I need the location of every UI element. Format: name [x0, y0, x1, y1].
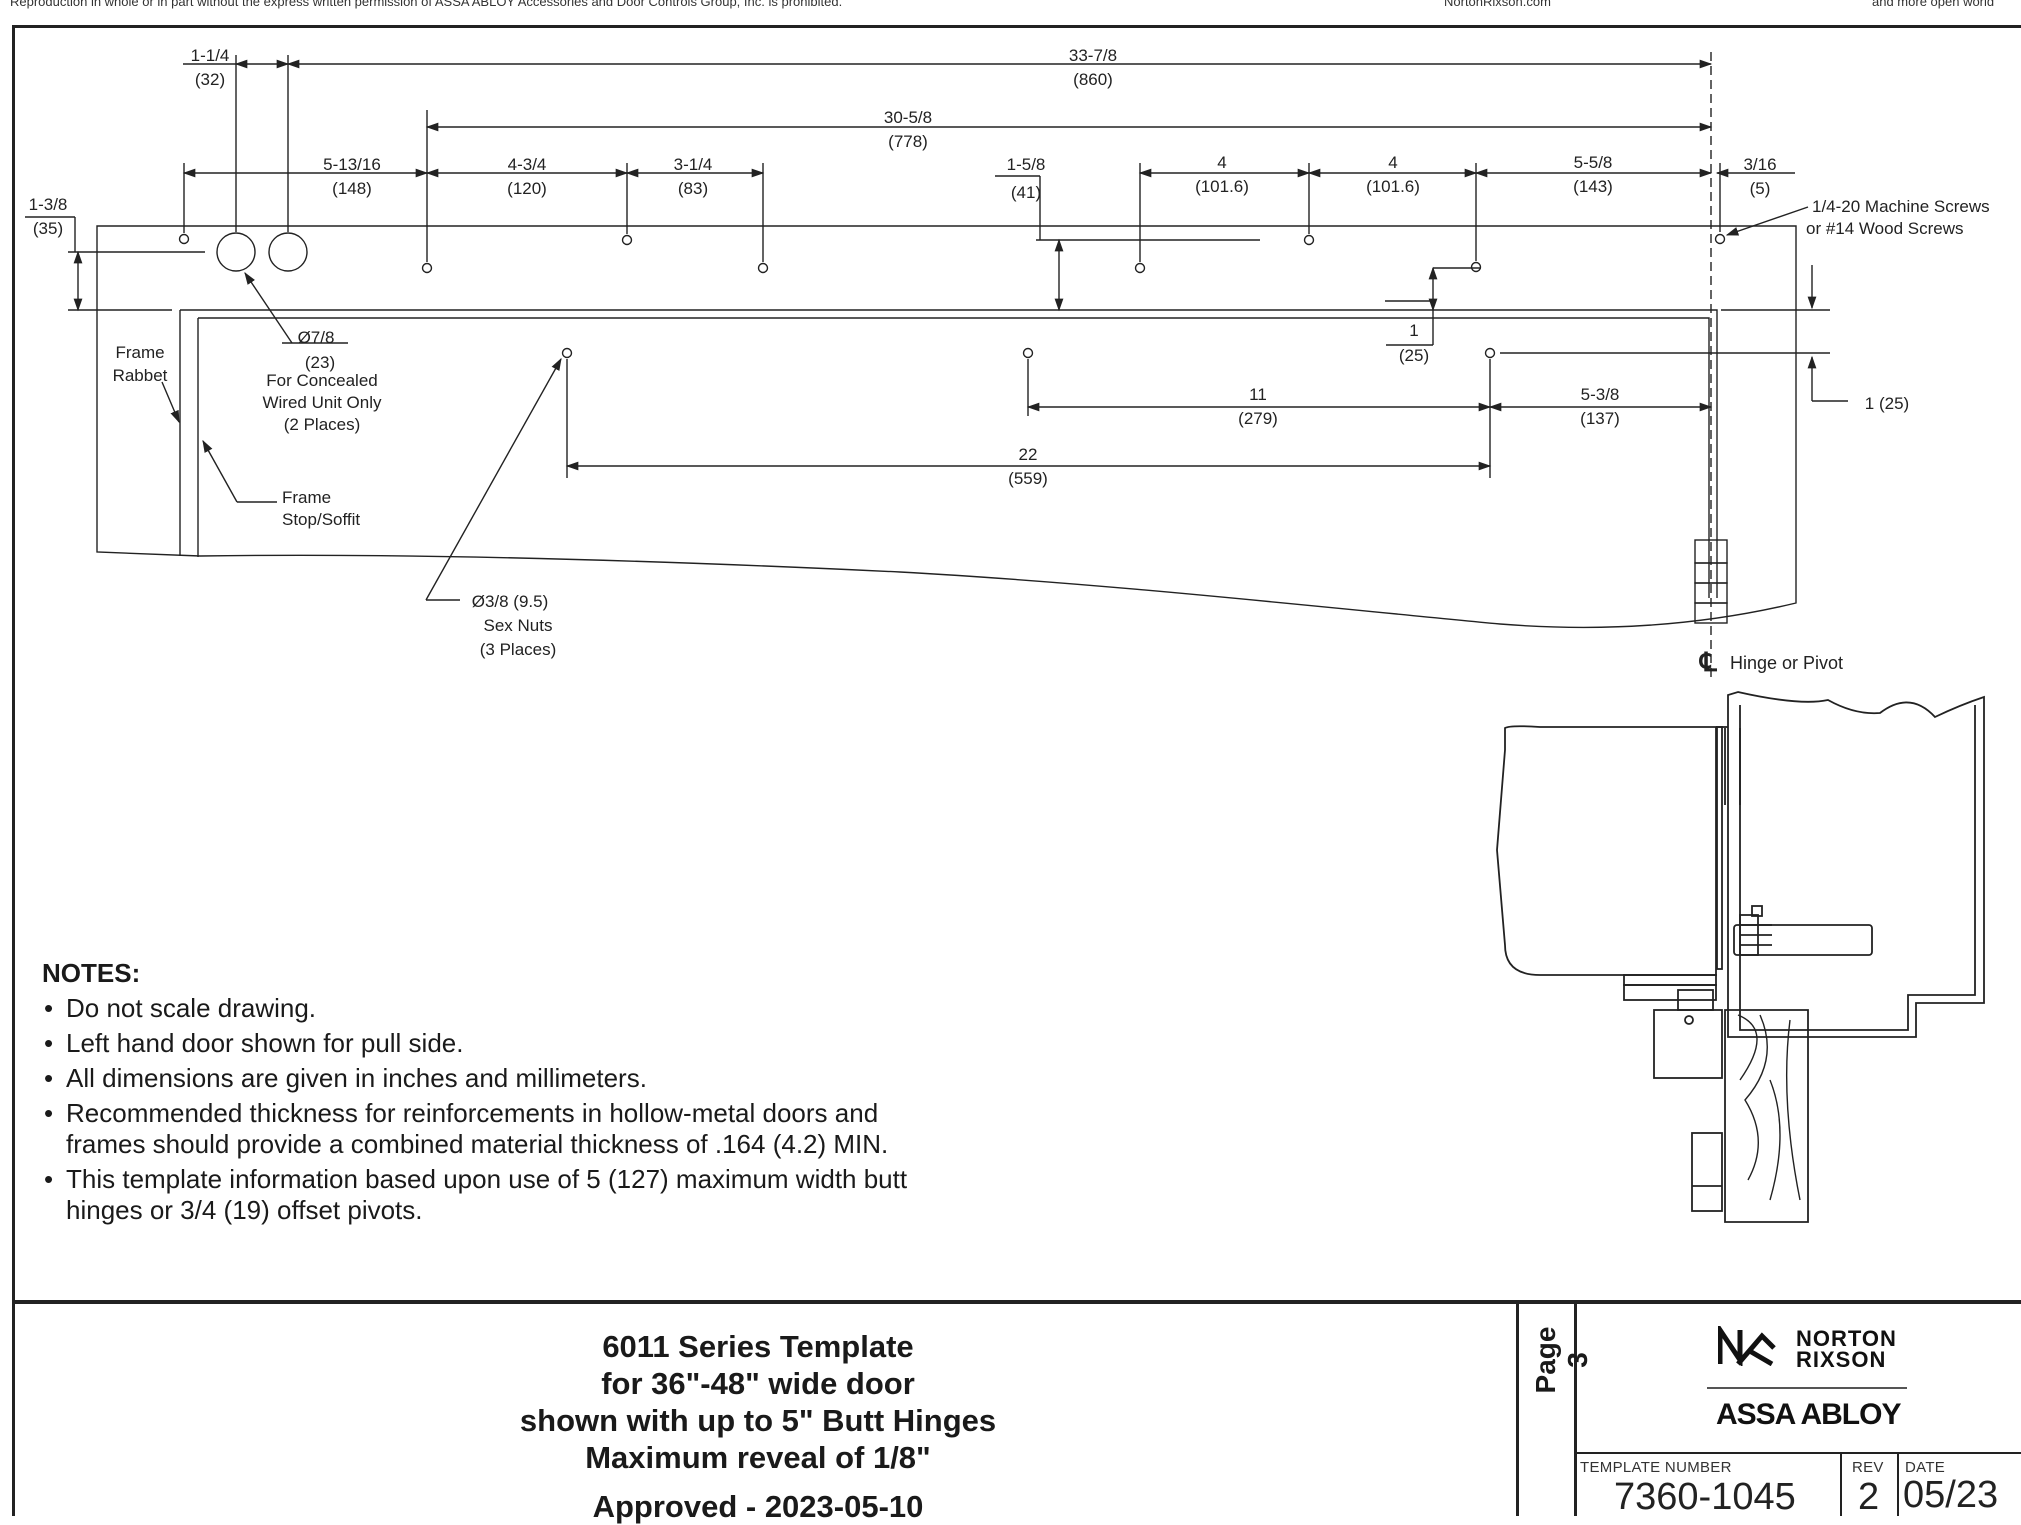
door-outline: [96, 225, 1797, 629]
dim-15-mm: (137): [1580, 409, 1620, 428]
dim-4-frac: 5-13/16: [323, 155, 381, 174]
note-item: Do not scale drawing.: [42, 993, 962, 1024]
screws-note-2: or #14 Wood Screws: [1806, 219, 1963, 238]
dim-16-mm: (559): [1008, 469, 1048, 488]
rev-divider: [1840, 1452, 1842, 1516]
hole-note-2: Wired Unit Only: [262, 393, 382, 412]
dim-4-mm: (148): [332, 179, 372, 198]
bracket: [1653, 1009, 1723, 1079]
wire-hole-2: [268, 232, 308, 272]
dim-14-frac: 11: [1249, 385, 1267, 404]
dim-12-mm: (35): [33, 219, 63, 238]
rev-value: 2: [1858, 1476, 1880, 1518]
dim-10-mm: (143): [1573, 177, 1613, 196]
frame-section: [1727, 691, 1985, 1038]
centerline-symbol: ℄: [1699, 647, 1718, 677]
info-divider: [1577, 1452, 2021, 1454]
frame-outer-edge: [180, 309, 1718, 598]
notes-section: NOTES: Do not scale drawing. Left hand d…: [42, 958, 962, 1230]
notes-list: Do not scale drawing. Left hand door sho…: [42, 993, 962, 1226]
dim-8-frac: 4: [1217, 153, 1226, 172]
note-item: This template information based upon use…: [42, 1164, 962, 1226]
hole-note-1: For Concealed: [266, 371, 378, 390]
dim-15-frac: 5-3/8: [1581, 385, 1620, 404]
frame-stop-2: Stop/Soffit: [282, 510, 360, 529]
nuts-3: (3 Places): [480, 640, 557, 659]
hole-mm: (23): [305, 353, 335, 372]
date-divider: [1897, 1452, 1899, 1516]
frame-rabbet-1: Frame: [115, 343, 164, 362]
dim-9-mm: (101.6): [1366, 177, 1420, 196]
notes-heading: NOTES:: [42, 958, 141, 988]
hinge-label: Hinge or Pivot: [1730, 653, 1843, 673]
dim-3-frac: 30-5/8: [884, 108, 932, 127]
dim-10-frac: 5-5/8: [1574, 153, 1613, 172]
dim-7-mm: (41): [1011, 183, 1041, 202]
template-number-label: TEMPLATE NUMBER: [1580, 1459, 1732, 1476]
note-item: Recommended thickness for reinforcements…: [42, 1098, 962, 1160]
dim-2-frac: 33-7/8: [1069, 46, 1117, 65]
title-line-2: for 36"-48" wide door: [601, 1366, 915, 1401]
dim-17: 1 (25): [1865, 394, 1909, 413]
dim-12-frac: 1-3/8: [29, 195, 68, 214]
date-label: DATE: [1905, 1459, 1946, 1476]
dim-3-mm: (778): [888, 132, 928, 151]
nuts-1: Ø3/8 (9.5): [472, 592, 549, 611]
closer-section-view: [1496, 691, 1985, 1223]
frame-stop-1: Frame: [282, 488, 331, 507]
date-value: 05/23: [1903, 1474, 1999, 1516]
title-divider: [12, 1300, 2021, 1304]
door-section: [1724, 1009, 1809, 1223]
hinge-section: [1691, 1132, 1723, 1212]
dim-13-frac: 1: [1409, 321, 1418, 340]
template-drawing: 1-1/4 (32) 33-7/8 (860) 30-5/8 (778) 5-1…: [25, 46, 1990, 1223]
hole-dia: Ø7/8: [298, 328, 335, 347]
dim-6-mm: (83): [678, 179, 708, 198]
dim-11-frac: 3/16: [1743, 155, 1776, 174]
rev-label: REV: [1852, 1459, 1884, 1476]
wire-hole-1: [216, 232, 256, 272]
brand-norton: NORTON: [1796, 1326, 1897, 1351]
mount-holes: [178, 233, 1726, 359]
title-line-3: shown with up to 5" Butt Hinges: [519, 1403, 997, 1438]
title-line-4: Maximum reveal of 1/8": [585, 1440, 931, 1475]
dim-1-frac: 1-1/4: [191, 46, 230, 65]
brand-rixson: RIXSON: [1796, 1347, 1887, 1372]
frame-rabbet-2: Rabbet: [113, 366, 168, 385]
website: NortonRixson.com: [1444, 0, 1551, 9]
title-block: 6011 Series Template for 36"-48" wide do…: [0, 1304, 1516, 1525]
dim-1-mm: (32): [195, 70, 225, 89]
note-item: All dimensions are given in inches and m…: [42, 1063, 962, 1094]
brand-assa-abloy: ASSA ABLOY: [1716, 1398, 1901, 1431]
title-line-1: 6011 Series Template: [602, 1329, 914, 1364]
page-divider-right: [1574, 1304, 1577, 1516]
dim-6-frac: 3-1/4: [674, 155, 713, 174]
norton-rixson-logo-icon: [1718, 1326, 1776, 1366]
legal-notice: Reproduction in whole or in part without…: [10, 0, 843, 9]
dim-9-frac: 4: [1388, 153, 1397, 172]
nuts-2: Sex Nuts: [484, 616, 553, 635]
screws-note-1: 1/4-20 Machine Screws: [1812, 197, 1990, 216]
logo-underline: [1707, 1387, 1907, 1389]
tagline: and more open world: [1872, 0, 1995, 9]
dim-2-mm: (860): [1073, 70, 1113, 89]
dim-16-frac: 22: [1019, 445, 1038, 464]
template-number: 7360-1045: [1614, 1476, 1796, 1518]
dim-5-mm: (120): [507, 179, 547, 198]
note-item: Left hand door shown for pull side.: [42, 1028, 962, 1059]
dim-14-mm: (279): [1238, 409, 1278, 428]
page-divider-left: [1516, 1304, 1519, 1516]
dim-5-frac: 4-3/4: [508, 155, 547, 174]
header-bar: Reproduction in whole or in part without…: [0, 0, 2021, 14]
drawing-frame: [12, 25, 2021, 1516]
title-line-5: Approved - 2023-05-10: [592, 1489, 924, 1524]
dim-7-frac: 1-5/8: [1007, 155, 1046, 174]
arm: [1733, 924, 1873, 956]
dim-13-mm: (25): [1399, 346, 1429, 365]
page-number: Page 3: [1530, 1326, 1593, 1394]
closer-body: [1496, 725, 1717, 976]
dim-11-mm: (5): [1750, 179, 1771, 198]
dim-8-mm: (101.6): [1195, 177, 1249, 196]
hole-note-3: (2 Places): [284, 415, 361, 434]
